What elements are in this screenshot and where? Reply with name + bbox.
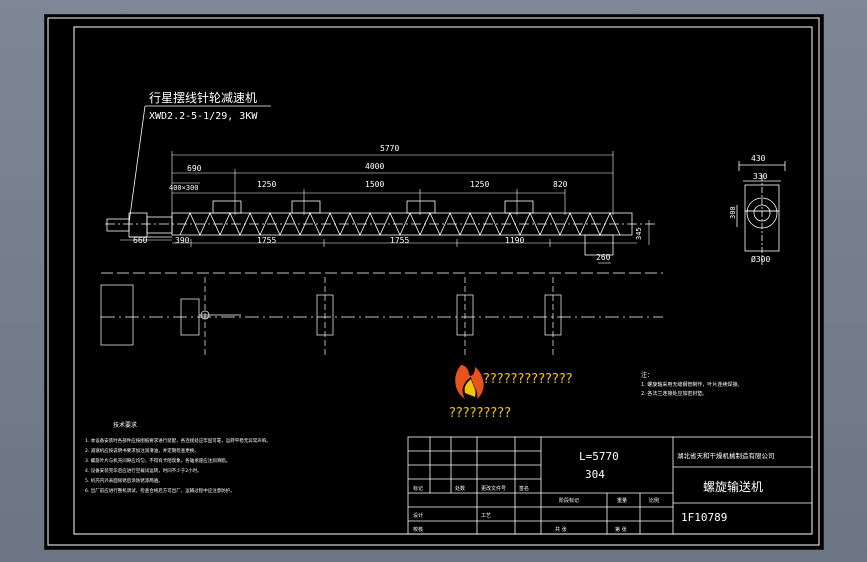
- tb-checker: 校核: [413, 526, 423, 533]
- note-4: 4. 设备安装完毕后应进行空载试运转，时间不少于2小时。: [85, 467, 202, 474]
- dim-330: 330: [753, 172, 768, 181]
- tb-process: 工艺: [481, 513, 491, 519]
- watermark-line1: ?????????????: [483, 372, 573, 387]
- dim-1250b: 1250: [470, 180, 489, 189]
- note-1: 1. 本设备安装时各部件应按图纸要求进行装配，各连接处应牢固可靠，运转平稳无异常…: [85, 437, 271, 444]
- dim-1250a: 1250: [257, 180, 276, 189]
- tb-designer: 设计: [413, 512, 423, 519]
- note-2: 2. 减速机应按说明书要求加注润滑油，并定期检查更换。: [85, 447, 199, 454]
- spec-length: L=5770: [579, 450, 619, 463]
- dim-260: 260: [596, 253, 611, 262]
- dim-1500: 1500: [365, 180, 384, 189]
- side-note-2: 2. 各法兰连接处应加密封垫。: [641, 390, 707, 397]
- section-views: [100, 272, 663, 355]
- dim-1755a: 1755: [257, 236, 276, 245]
- watermark-logo: [455, 365, 484, 399]
- dim-390: 390: [175, 236, 190, 245]
- tb-weight: 重量: [617, 497, 627, 504]
- cad-drawing: 行星摆线针轮减速机 XWD2.2-5-1/29, 3KW 5770 4000 6…: [47, 17, 820, 546]
- drawing-number: 1F10789: [681, 511, 727, 524]
- dim-345: 345: [635, 227, 643, 240]
- dim-820: 820: [553, 180, 568, 189]
- motor-model: XWD2.2-5-1/29, 3KW: [149, 111, 258, 122]
- tb-mark: 标记: [413, 485, 423, 492]
- dim-430: 430: [751, 154, 766, 163]
- conveyor-body: [105, 200, 655, 256]
- dim-1755b: 1755: [390, 236, 409, 245]
- dim-total-length: 5770: [380, 144, 399, 153]
- dim-660: 660: [133, 236, 148, 245]
- spec-material: 304: [585, 468, 605, 481]
- dimension-lines: [120, 151, 650, 264]
- dim-middle-length: 4000: [365, 162, 384, 171]
- title-block: [407, 436, 813, 535]
- dim-690: 690: [187, 164, 202, 173]
- tb-sheet: 共 张: [555, 526, 567, 533]
- side-notes-title: 注：: [641, 371, 653, 379]
- note-3: 3. 螺旋叶片与机壳间隙应均匀，不得有卡阻现象，各轴承座应注润滑脂。: [85, 457, 230, 464]
- tb-sign: 签名: [519, 485, 529, 492]
- tb-change-doc: 更改文件号: [481, 485, 506, 492]
- outer-frame: [47, 17, 820, 546]
- side-note-1: 1. 螺旋轴采用无缝钢管制作，叶片连续焊接。: [641, 381, 742, 388]
- company-name: 湖北省天和干燥机械制造有限公司: [677, 451, 775, 460]
- tb-scale: 比例: [649, 497, 659, 504]
- tb-sheet-of: 第 张: [615, 526, 627, 533]
- drawing-sheet: 行星摆线针轮减速机 XWD2.2-5-1/29, 3KW 5770 4000 6…: [44, 14, 824, 550]
- motor-label: 行星摆线针轮减速机: [149, 90, 257, 105]
- dim-400x300: 400×300: [169, 184, 199, 192]
- tb-stage: 阶段标记: [559, 497, 579, 504]
- dim-300: Ø300: [751, 254, 770, 264]
- product-name: 螺旋输送机: [703, 479, 763, 494]
- note-6: 6. 出厂前应进行整机调试，检查合格后方可出厂，运输过程中应注意防护。: [85, 487, 235, 494]
- notes-title: 技术要求: [113, 421, 137, 429]
- end-view: [736, 161, 786, 265]
- dim-300v: 300: [729, 206, 737, 219]
- tb-count: 处数: [455, 485, 465, 492]
- screw-flight: [179, 212, 621, 236]
- dim-1190: 1190: [505, 236, 524, 245]
- watermark-line2: ?????????: [449, 406, 511, 421]
- note-5: 5. 机壳内外表面除锈后涂防锈漆两遍。: [85, 477, 163, 484]
